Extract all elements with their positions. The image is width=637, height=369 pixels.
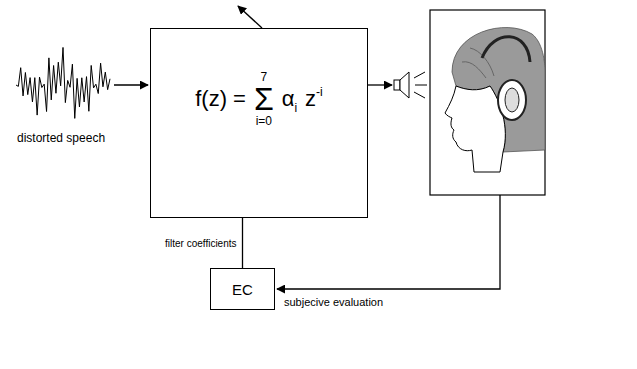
input-label: distorted speech (17, 131, 105, 145)
formula-text: -i (316, 86, 323, 99)
waveform-line (16, 47, 110, 118)
formula-text: z (305, 87, 316, 111)
speaker-symbol (394, 72, 427, 98)
formula-part: 7Σi=0 (254, 71, 274, 128)
ec-box: EC (210, 268, 275, 310)
filter-box: f(z) =7Σi=0αiz-i (150, 28, 368, 218)
connector-label: filter coefficients (165, 238, 237, 249)
input-arrow (114, 84, 148, 85)
formula-text: α (282, 87, 295, 111)
formula-text: 7 (260, 71, 267, 84)
formula-text: i (294, 102, 297, 115)
signal-arrow (368, 84, 392, 85)
feedback-label: subjecive evaluation (284, 296, 383, 308)
box-label: EC (232, 281, 253, 298)
formula-part: f(z) = (195, 87, 246, 111)
output-arrow (238, 6, 262, 28)
formula-part: αi (282, 87, 297, 111)
formula: f(z) =7Σi=0αiz-i (151, 71, 367, 128)
sum-symbol: Σ (254, 84, 274, 114)
formula-part: z-i (305, 87, 323, 111)
formula-text: i=0 (256, 115, 272, 128)
formula-text: f(z) = (195, 87, 246, 111)
connector (242, 218, 243, 268)
waveform (16, 47, 110, 118)
listener-picture (430, 10, 545, 195)
